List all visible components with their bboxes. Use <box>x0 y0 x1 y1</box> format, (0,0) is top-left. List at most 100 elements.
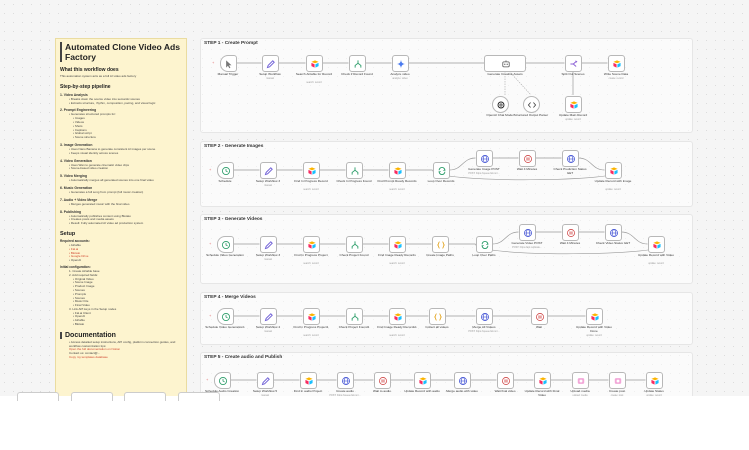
bottom-tab-2[interactable] <box>71 392 113 401</box>
node-analyze-video[interactable] <box>391 54 409 72</box>
note-config-item: • Scenes <box>73 287 85 292</box>
node-label: Find In audio Project <box>293 389 323 393</box>
node-upload-media[interactable] <box>571 371 589 389</box>
node-find-prompt-ready-records[interactable] <box>388 161 406 179</box>
node-setup-workflow-5[interactable] <box>256 371 274 389</box>
node-sublabel: search: record <box>389 187 405 191</box>
node-check-project-found1[interactable] <box>345 307 363 325</box>
node-label: Setup Workflow <box>259 72 281 76</box>
note-doc-item: • Access detailed setup instructions, AP… <box>69 339 176 348</box>
note-step-title: 6. Music Generation <box>60 185 93 190</box>
node-wait-4-minutes[interactable] <box>518 149 536 167</box>
node-find-in-progress-record[interactable] <box>302 161 320 179</box>
node-setup-workflow[interactable] <box>261 54 279 72</box>
step-4-panel[interactable]: STEP 4 - Merge Videos <box>200 292 693 345</box>
node-schedule-video-generation1[interactable] <box>216 307 234 325</box>
node-create-image-paths[interactable] <box>431 235 449 253</box>
node-write-scene-data[interactable] <box>607 54 625 72</box>
node-check-if-record-found[interactable] <box>348 54 366 72</box>
node-merge-all-videos[interactable] <box>475 307 493 325</box>
note-doc-item[interactable]: Open the full documentation on Notion <box>69 347 121 352</box>
node-loop-over-records[interactable] <box>432 161 450 179</box>
node-label: Collect all videos <box>425 325 449 329</box>
node-update-record-with-video[interactable] <box>647 235 665 253</box>
node-find-in-progress-project[interactable] <box>302 235 320 253</box>
node-update-main-record[interactable] <box>564 95 582 113</box>
node-setup-workflow-3[interactable] <box>259 161 277 179</box>
node-sublabel: update: record <box>586 333 602 337</box>
node-update-record-with-final-video[interactable] <box>533 371 551 389</box>
node-manual-trigger[interactable] <box>219 54 237 72</box>
node-sublabel: POST: https://queue.fal.run/... <box>468 172 500 175</box>
workflow-description-note[interactable]: Automated Clone Video Ads Factory What t… <box>55 38 187 396</box>
node-sublabel: POST: https://queue.fal.run/... <box>468 330 500 333</box>
node-generate-video-post[interactable] <box>518 223 536 241</box>
node-merge-audio-with-video[interactable] <box>453 371 471 389</box>
note-step-item: • Shots <box>73 123 83 128</box>
node-openai-chat-model[interactable] <box>491 95 509 113</box>
node-check-video-status-get[interactable] <box>604 223 622 241</box>
node-schedule-audio-creation[interactable] <box>213 371 231 389</box>
note-step-items: • Automatically merges all generated sce… <box>60 178 182 183</box>
node-update-record-with-audio[interactable] <box>413 371 431 389</box>
bottom-tab-1[interactable] <box>17 392 59 401</box>
node-wait-to-audio[interactable] <box>373 371 391 389</box>
node-label: Check Video Status GET <box>595 241 631 245</box>
node-sublabel: search: record <box>389 333 405 337</box>
node-schedule[interactable] <box>216 161 234 179</box>
node-label: Find In Progress Record <box>294 179 328 183</box>
node-label: Setup Workflow 3 <box>255 179 281 183</box>
node-loop-over-paths[interactable] <box>475 235 493 253</box>
node-check-in-progress-found[interactable] <box>345 161 363 179</box>
node-check-project-found[interactable] <box>345 235 363 253</box>
node-label: Check Project Found1 <box>338 325 370 329</box>
add-node-icon[interactable]: + <box>209 241 212 246</box>
step-2-title: STEP 2 - Generate Images <box>204 144 264 149</box>
note-step-item: • Uses Wan to generate cinematic video c… <box>69 162 129 167</box>
node-update-record-with-video-done[interactable] <box>585 307 603 325</box>
node-find-image-ready-records1[interactable] <box>388 307 406 325</box>
node-label: Upload media <box>570 389 590 393</box>
node-setup-workflow-3[interactable] <box>259 235 277 253</box>
node-sublabel: manual <box>261 394 269 396</box>
node-search-airtable-for-record[interactable] <box>305 54 323 72</box>
node-check-prediction-status-get[interactable] <box>561 149 579 167</box>
bottom-tab-4[interactable] <box>178 392 220 401</box>
node-find-image-ready-records[interactable] <box>388 235 406 253</box>
note-step-item: • Merges generated music with the final … <box>69 201 130 206</box>
note-initial-title: Initial configuration: <box>60 264 91 269</box>
add-node-icon[interactable]: + <box>212 60 215 65</box>
add-node-icon[interactable]: + <box>209 313 212 318</box>
node-create-audio[interactable] <box>336 371 354 389</box>
node-wait[interactable] <box>530 307 548 325</box>
node-sublabel: search: record <box>303 261 319 265</box>
node-generate-creative-assets[interactable] <box>484 54 526 72</box>
node-find-in-audio-project[interactable] <box>299 371 317 389</box>
node-split-out-scenes[interactable] <box>564 54 582 72</box>
workflow-canvas[interactable]: Automated Clone Video Ads Factory What t… <box>0 0 749 396</box>
node-find-in-progress-project1[interactable] <box>302 307 320 325</box>
node-update-status[interactable] <box>645 371 663 389</box>
node-label: Schedule <box>218 179 232 183</box>
node-schedule-video-generation[interactable] <box>216 235 234 253</box>
node-update-record-with-image[interactable] <box>604 161 622 179</box>
node-label: Schedule Video Generation1 <box>205 325 245 329</box>
step-1-panel[interactable]: STEP 1 - Create Prompt <box>200 38 693 133</box>
node-collect-all-videos[interactable] <box>428 307 446 325</box>
note-required-title: Required accounts: <box>60 238 90 243</box>
node-label: Schedule Audio Creation <box>204 389 240 393</box>
bottom-tab-3[interactable] <box>124 392 166 401</box>
note-account-item: • Fal.ai <box>69 246 79 251</box>
node-create-post[interactable] <box>608 371 626 389</box>
add-node-icon[interactable]: + <box>206 377 209 382</box>
note-step-item: • Scene-based video creation <box>69 166 109 171</box>
node-structured-output-parser[interactable] <box>522 95 540 113</box>
note-config-item: • OpenAI <box>73 314 86 319</box>
node-generate-image-post[interactable] <box>475 149 493 167</box>
node-label: Create audio <box>336 389 354 393</box>
add-node-icon[interactable]: + <box>209 167 212 172</box>
node-wait-final-video[interactable] <box>496 371 514 389</box>
node-wait-4-minutes[interactable] <box>561 223 579 241</box>
node-setup-workflow-4[interactable] <box>259 307 277 325</box>
